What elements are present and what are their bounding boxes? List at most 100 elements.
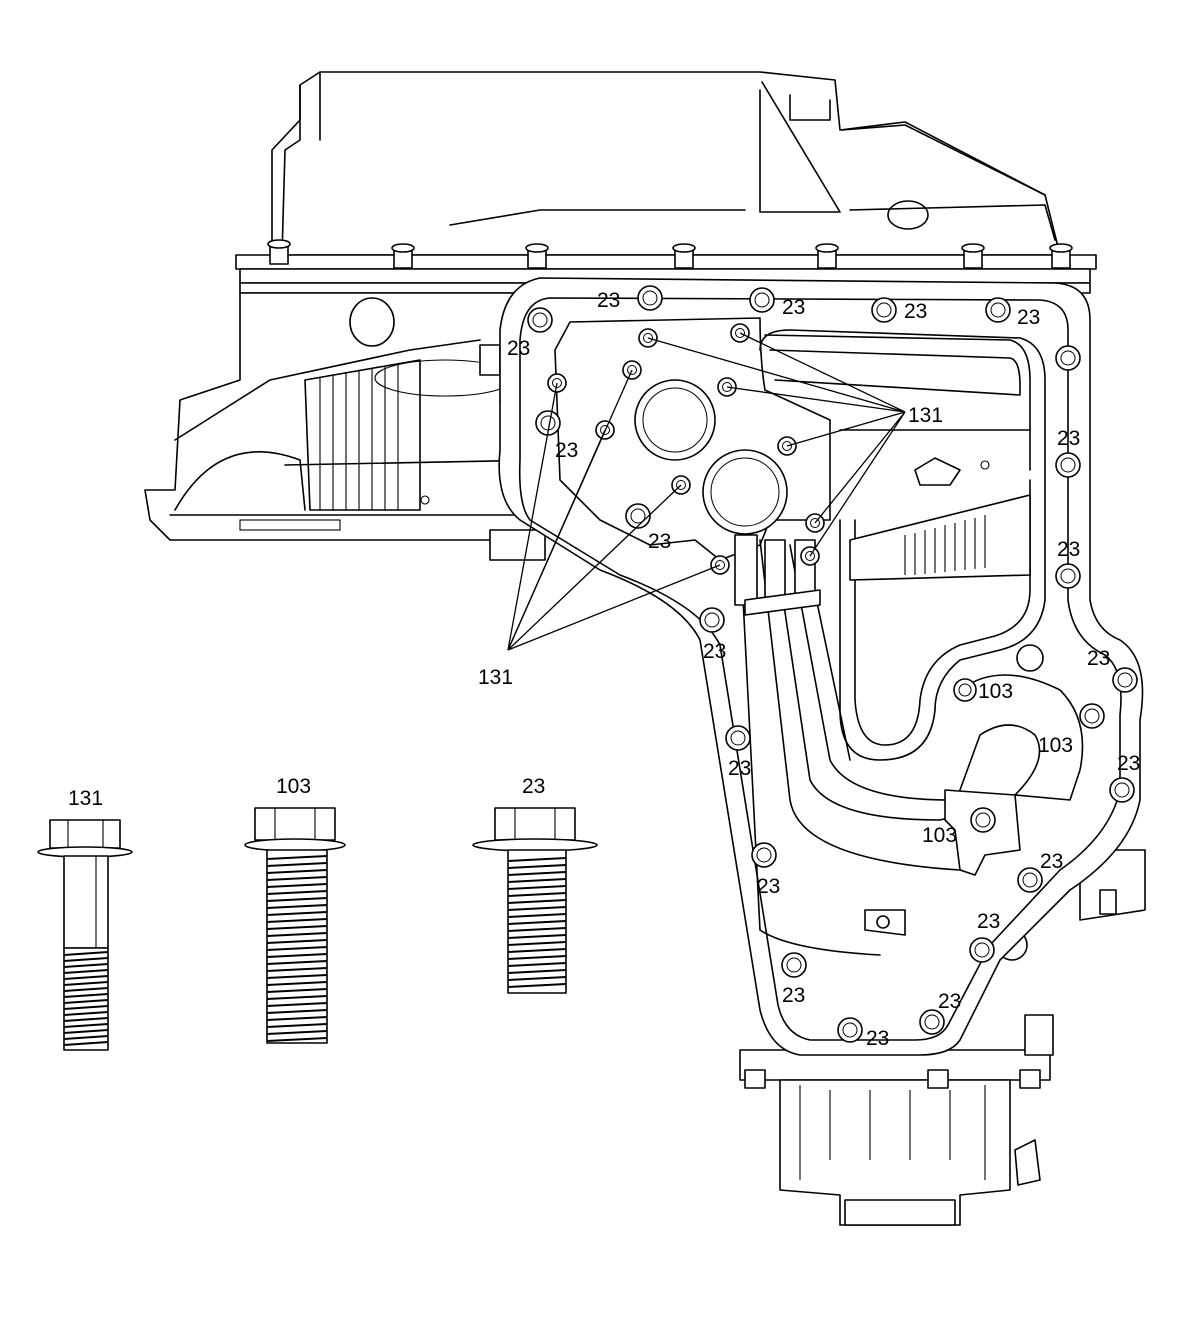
thread-line	[266, 960, 328, 965]
bolt-103-illustration: 103	[244, 775, 346, 1044]
bolt-hole-23	[1112, 667, 1138, 693]
thread-line	[266, 946, 328, 951]
flange-bolt	[1049, 243, 1073, 269]
thread-line	[507, 941, 567, 946]
bolt-23-illustration: 23	[472, 775, 598, 994]
cover-bolt-holes	[527, 285, 1138, 1043]
bolt-hole-23	[725, 725, 751, 751]
thread-line	[507, 927, 567, 932]
callout-23: 23	[703, 640, 726, 663]
bolt-hole-23	[919, 1009, 945, 1035]
thread-line	[266, 932, 328, 937]
thread-line	[507, 934, 567, 939]
bolt-131-threads	[63, 951, 109, 1046]
callout-23: 23	[728, 757, 751, 780]
thread-line	[63, 951, 109, 956]
callout-23: 23	[1017, 306, 1040, 329]
thread-line	[63, 981, 109, 986]
callout-23: 23	[1040, 850, 1063, 873]
bolt-hole-23	[749, 287, 775, 313]
callout-23: 23	[977, 910, 1000, 933]
callout-23: 23	[782, 296, 805, 319]
bolt-hole-23	[1109, 777, 1135, 803]
bolt-hole-23	[837, 1017, 863, 1043]
bolt-23-threads	[507, 857, 567, 988]
bolt-hole-23	[871, 297, 897, 323]
thread-line	[266, 939, 328, 944]
bolt-hole-103	[1079, 703, 1105, 729]
callout-23: 23	[782, 984, 805, 1007]
thread-line	[507, 920, 567, 925]
thread-line	[507, 878, 567, 883]
thread-line	[63, 1029, 109, 1034]
thread-line	[266, 869, 328, 874]
callout-23: 23	[1087, 647, 1110, 670]
bolt-131-label: 131	[68, 787, 103, 810]
bolt-131-illustration: 131	[37, 787, 133, 1051]
thread-line	[63, 975, 109, 980]
flange-bolt	[672, 243, 696, 269]
thread-line	[507, 983, 567, 988]
thread-line	[266, 862, 328, 867]
callout-labels: 131 131 23 23 23 23 23 23 23 23 23 23 23…	[478, 289, 1140, 1050]
callout-23: 23	[938, 990, 961, 1013]
bolt-hole-103	[970, 807, 996, 833]
flange-bolt	[525, 243, 549, 269]
bolt-holes-103	[953, 678, 1105, 833]
thread-line	[507, 864, 567, 869]
thread-line	[507, 969, 567, 974]
bolt-hole-23	[637, 285, 663, 311]
thread-line	[266, 953, 328, 958]
thread-line	[507, 885, 567, 890]
callout-23: 23	[757, 875, 780, 898]
callout-23: 23	[597, 289, 620, 312]
bolt-hole-23	[1016, 644, 1044, 672]
thread-line	[507, 955, 567, 960]
thread-line	[507, 913, 567, 918]
thread-line	[266, 911, 328, 916]
bolt-hole-23	[527, 307, 553, 333]
thread-line	[266, 1037, 328, 1042]
bolt-hole-23	[781, 952, 807, 978]
thread-line	[507, 948, 567, 953]
callout-103: 103	[1038, 734, 1073, 757]
callout-23: 23	[507, 337, 530, 360]
bolt-hole-23	[985, 297, 1011, 323]
bolt-hole-23	[751, 842, 777, 868]
bolt-hole-23	[699, 607, 725, 633]
leader-lines-131	[507, 332, 906, 651]
bolt-103-label: 103	[276, 775, 311, 798]
thread-line	[266, 1009, 328, 1014]
thread-line	[266, 918, 328, 923]
thread-line	[507, 892, 567, 897]
callout-103: 103	[922, 824, 957, 847]
thread-line	[266, 1016, 328, 1021]
thread-line	[63, 963, 109, 968]
bolt-23-label: 23	[522, 775, 545, 798]
thread-line	[63, 1023, 109, 1028]
callout-103: 103	[978, 680, 1013, 703]
thread-line	[507, 906, 567, 911]
bolt-hole-23	[1055, 345, 1081, 371]
thread-line	[63, 1041, 109, 1046]
thread-line	[63, 987, 109, 992]
thread-line	[266, 890, 328, 895]
thread-line	[507, 899, 567, 904]
thread-line	[507, 857, 567, 862]
callout-23: 23	[555, 439, 578, 462]
thread-line	[507, 871, 567, 876]
callout-23: 23	[1057, 538, 1080, 561]
bolt-hole-23	[969, 937, 995, 963]
thread-line	[266, 904, 328, 909]
thread-line	[266, 925, 328, 930]
thread-line	[63, 969, 109, 974]
callout-23: 23	[1057, 427, 1080, 450]
thread-line	[63, 1005, 109, 1010]
shift-rail-fins	[904, 515, 986, 575]
thread-line	[266, 883, 328, 888]
callout-23: 23	[866, 1027, 889, 1050]
bolt-hole-23	[625, 503, 651, 529]
callout-131-bottom: 131	[478, 666, 513, 689]
thread-line	[266, 876, 328, 881]
